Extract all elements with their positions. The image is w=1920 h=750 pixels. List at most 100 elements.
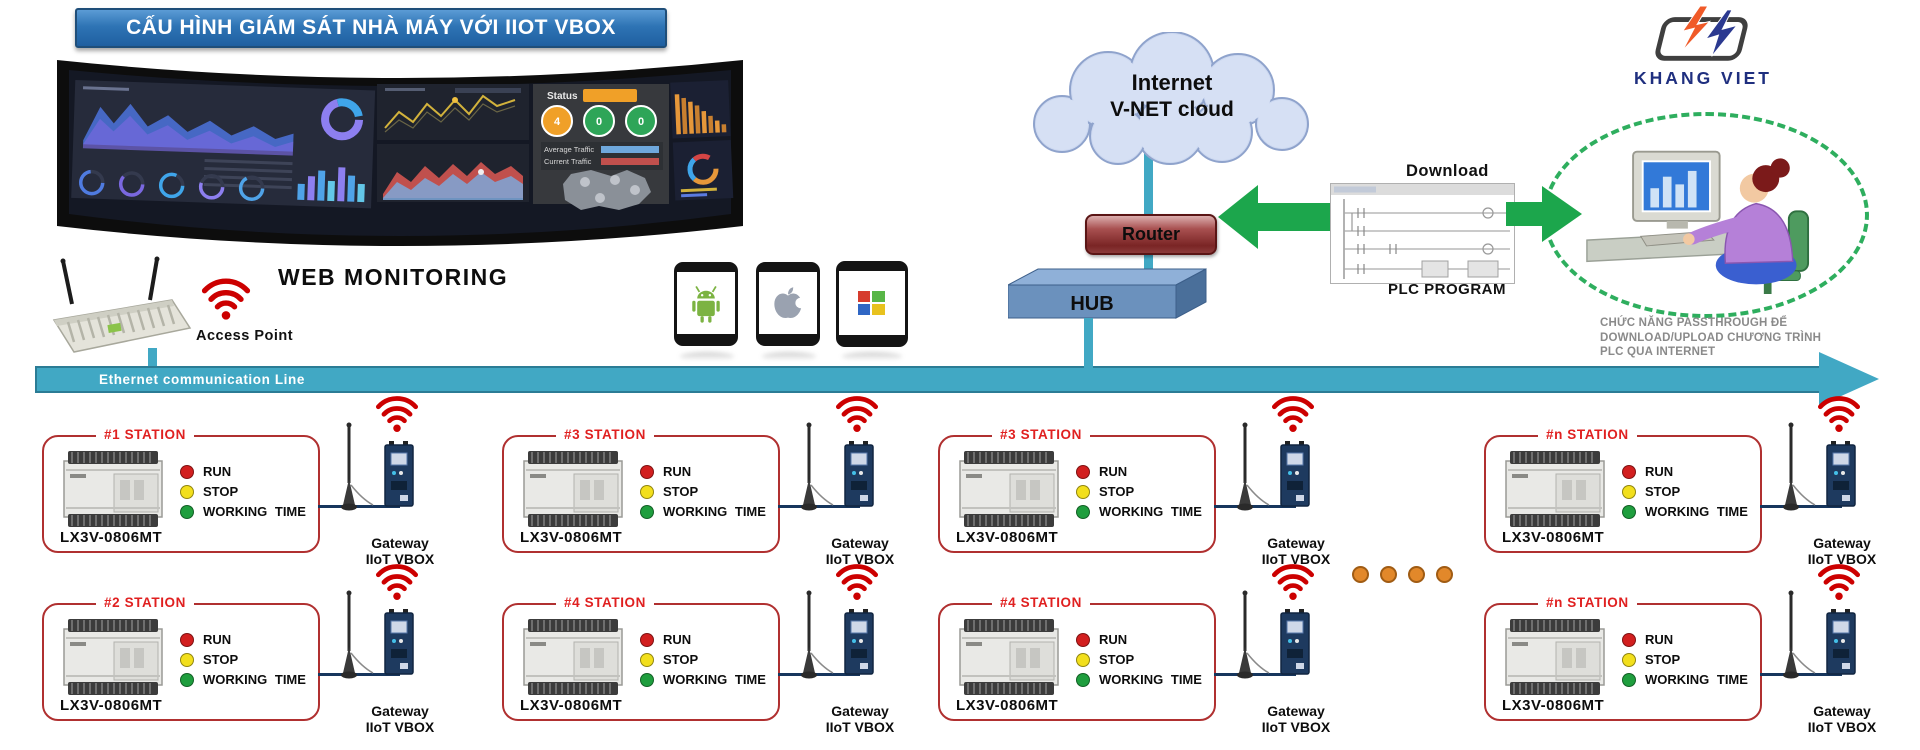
station-label: #3 STATION — [556, 427, 655, 442]
run-indicator-icon — [640, 464, 654, 479]
antenna-icon — [341, 422, 374, 511]
dashboard-panel-reports — [377, 84, 529, 202]
plc-device-image — [63, 619, 163, 695]
hub-ethernet-connector-line — [1084, 318, 1093, 368]
android-phone — [674, 262, 738, 346]
working-time-indicator-row: WORKING TIME — [1622, 504, 1748, 519]
run-indicator-label: RUN — [663, 632, 692, 647]
access-point-connector-line — [148, 348, 157, 368]
stop-indicator-row: STOP — [640, 484, 766, 499]
stop-indicator-icon — [1076, 652, 1090, 667]
average-traffic-label: Average Traffic — [544, 145, 594, 154]
gateway-label: Gateway IIoT VBOX — [338, 703, 462, 735]
router-label: Router — [1122, 224, 1180, 244]
working-time-indicator-label: WORKING TIME — [1099, 504, 1202, 519]
gateway-connector-line — [778, 505, 860, 508]
internet-cloud: Internet V-NET cloud — [1033, 32, 1309, 165]
khangviet-logo — [1655, 6, 1748, 61]
indicator-list: RUN STOP WORKING TIME — [1076, 464, 1202, 519]
antenna-icon — [801, 422, 834, 511]
dashboard-panel-overview — [71, 79, 376, 209]
apple-phone — [756, 262, 820, 346]
run-indicator-icon — [1076, 464, 1090, 479]
working-time-indicator-icon — [180, 504, 194, 519]
station-group: #4 STATION RUN — [502, 564, 942, 750]
gateway-label-line2: IIoT VBOX — [1261, 719, 1331, 736]
working-time-indicator-icon — [1622, 504, 1636, 519]
plc-model-label: LX3V-0806MT — [60, 697, 163, 714]
stop-indicator-row: STOP — [1076, 484, 1202, 499]
indicator-list: RUN STOP WORKING TIME — [180, 464, 306, 519]
plc-model-label: LX3V-0806MT — [60, 529, 163, 546]
ellipsis-dot — [1352, 566, 1369, 583]
indicator-list: RUN STOP WORKING TIME — [1622, 464, 1748, 519]
passthrough-arrow — [1506, 186, 1582, 242]
run-indicator-label: RUN — [1645, 632, 1674, 647]
working-time-indicator-row: WORKING TIME — [1622, 672, 1748, 687]
station-label: #2 STATION — [96, 595, 195, 610]
plc-program-caption: PLC PROGRAM — [1388, 281, 1506, 298]
working-time-indicator-row: WORKING TIME — [1076, 672, 1202, 687]
cloud-label-line1: Internet — [1132, 70, 1213, 95]
gateway-connector-line — [1214, 505, 1296, 508]
run-indicator-icon — [640, 632, 654, 647]
plc-device-image — [523, 619, 623, 695]
run-indicator-label: RUN — [1099, 464, 1128, 479]
working-time-indicator-icon — [180, 672, 194, 687]
gateway-connector-line — [1760, 673, 1842, 676]
apple-logo-icon — [774, 287, 806, 319]
gateway-connector-line — [318, 673, 400, 676]
indicator-list: RUN STOP WORKING TIME — [1076, 632, 1202, 687]
access-point-label: Access Point — [196, 328, 294, 344]
station-box: #3 STATION RUN — [502, 427, 780, 553]
stop-indicator-row: STOP — [180, 652, 306, 667]
status-count-3: 0 — [638, 116, 644, 128]
hub-box: HUB — [1008, 268, 1207, 319]
stop-indicator-icon — [1076, 484, 1090, 499]
gateway-connector-line — [318, 505, 400, 508]
download-arrow — [1218, 185, 1332, 249]
title-banner: CẤU HÌNH GIÁM SÁT NHÀ MÁY VỚI IIOT VBOX — [75, 8, 667, 48]
plc-model-label: LX3V-0806MT — [520, 529, 623, 546]
station-label: #n STATION — [1538, 595, 1637, 610]
indicator-list: RUN STOP WORKING TIME — [180, 632, 306, 687]
working-time-indicator-label: WORKING TIME — [663, 504, 766, 519]
hub-label: HUB — [1070, 293, 1113, 315]
gateway-device — [844, 441, 874, 507]
run-indicator-icon — [180, 464, 194, 479]
dashboard-panel-status: Status 4 0 0 Average Traffic Current Tra… — [533, 84, 669, 210]
gateway-device — [1826, 609, 1856, 675]
plc-device-image — [959, 619, 1059, 695]
android-logo-icon — [692, 285, 720, 323]
run-indicator-label: RUN — [203, 464, 232, 479]
gateway-label-line1: Gateway — [371, 535, 429, 551]
stop-indicator-label: STOP — [663, 652, 699, 667]
gateway-label: Gateway IIoT VBOX — [1780, 535, 1904, 567]
gateway-wifi-icon — [1817, 396, 1861, 432]
ethernet-arrowhead — [1819, 352, 1879, 406]
station-box: #1 STATION RUN — [42, 427, 320, 553]
station-group: #n STATION RUN — [1484, 396, 1920, 615]
stop-indicator-icon — [180, 484, 194, 499]
indicator-list: RUN STOP WORKING TIME — [640, 632, 766, 687]
working-time-indicator-row: WORKING TIME — [640, 504, 766, 519]
station-label: #4 STATION — [556, 595, 655, 610]
station-group: #1 STATION RUN — [42, 396, 482, 615]
gateway-device — [844, 609, 874, 675]
passthrough-note-line3: PLC QUA INTERNET — [1600, 346, 1716, 359]
indicator-list: RUN STOP WORKING TIME — [640, 464, 766, 519]
gateway-device — [384, 441, 414, 507]
stop-indicator-label: STOP — [203, 652, 239, 667]
stop-indicator-label: STOP — [1645, 484, 1681, 499]
plc-model-label: LX3V-0806MT — [956, 529, 1059, 546]
ellipsis-dot — [1380, 566, 1397, 583]
station-group: #n STATION RUN — [1484, 564, 1920, 750]
gateway-label-line1: Gateway — [831, 703, 889, 719]
working-time-indicator-icon — [1076, 504, 1090, 519]
passthrough-note: CHỨC NĂNG PASSTHROUGH ĐỂ DOWNLOAD/UPLOAD… — [1600, 316, 1900, 360]
gateway-device — [384, 609, 414, 675]
brand-name: KHANG VIET — [1634, 68, 1772, 88]
working-time-indicator-icon — [640, 504, 654, 519]
run-indicator-row: RUN — [1622, 632, 1748, 647]
ellipsis-dot — [1436, 566, 1453, 583]
